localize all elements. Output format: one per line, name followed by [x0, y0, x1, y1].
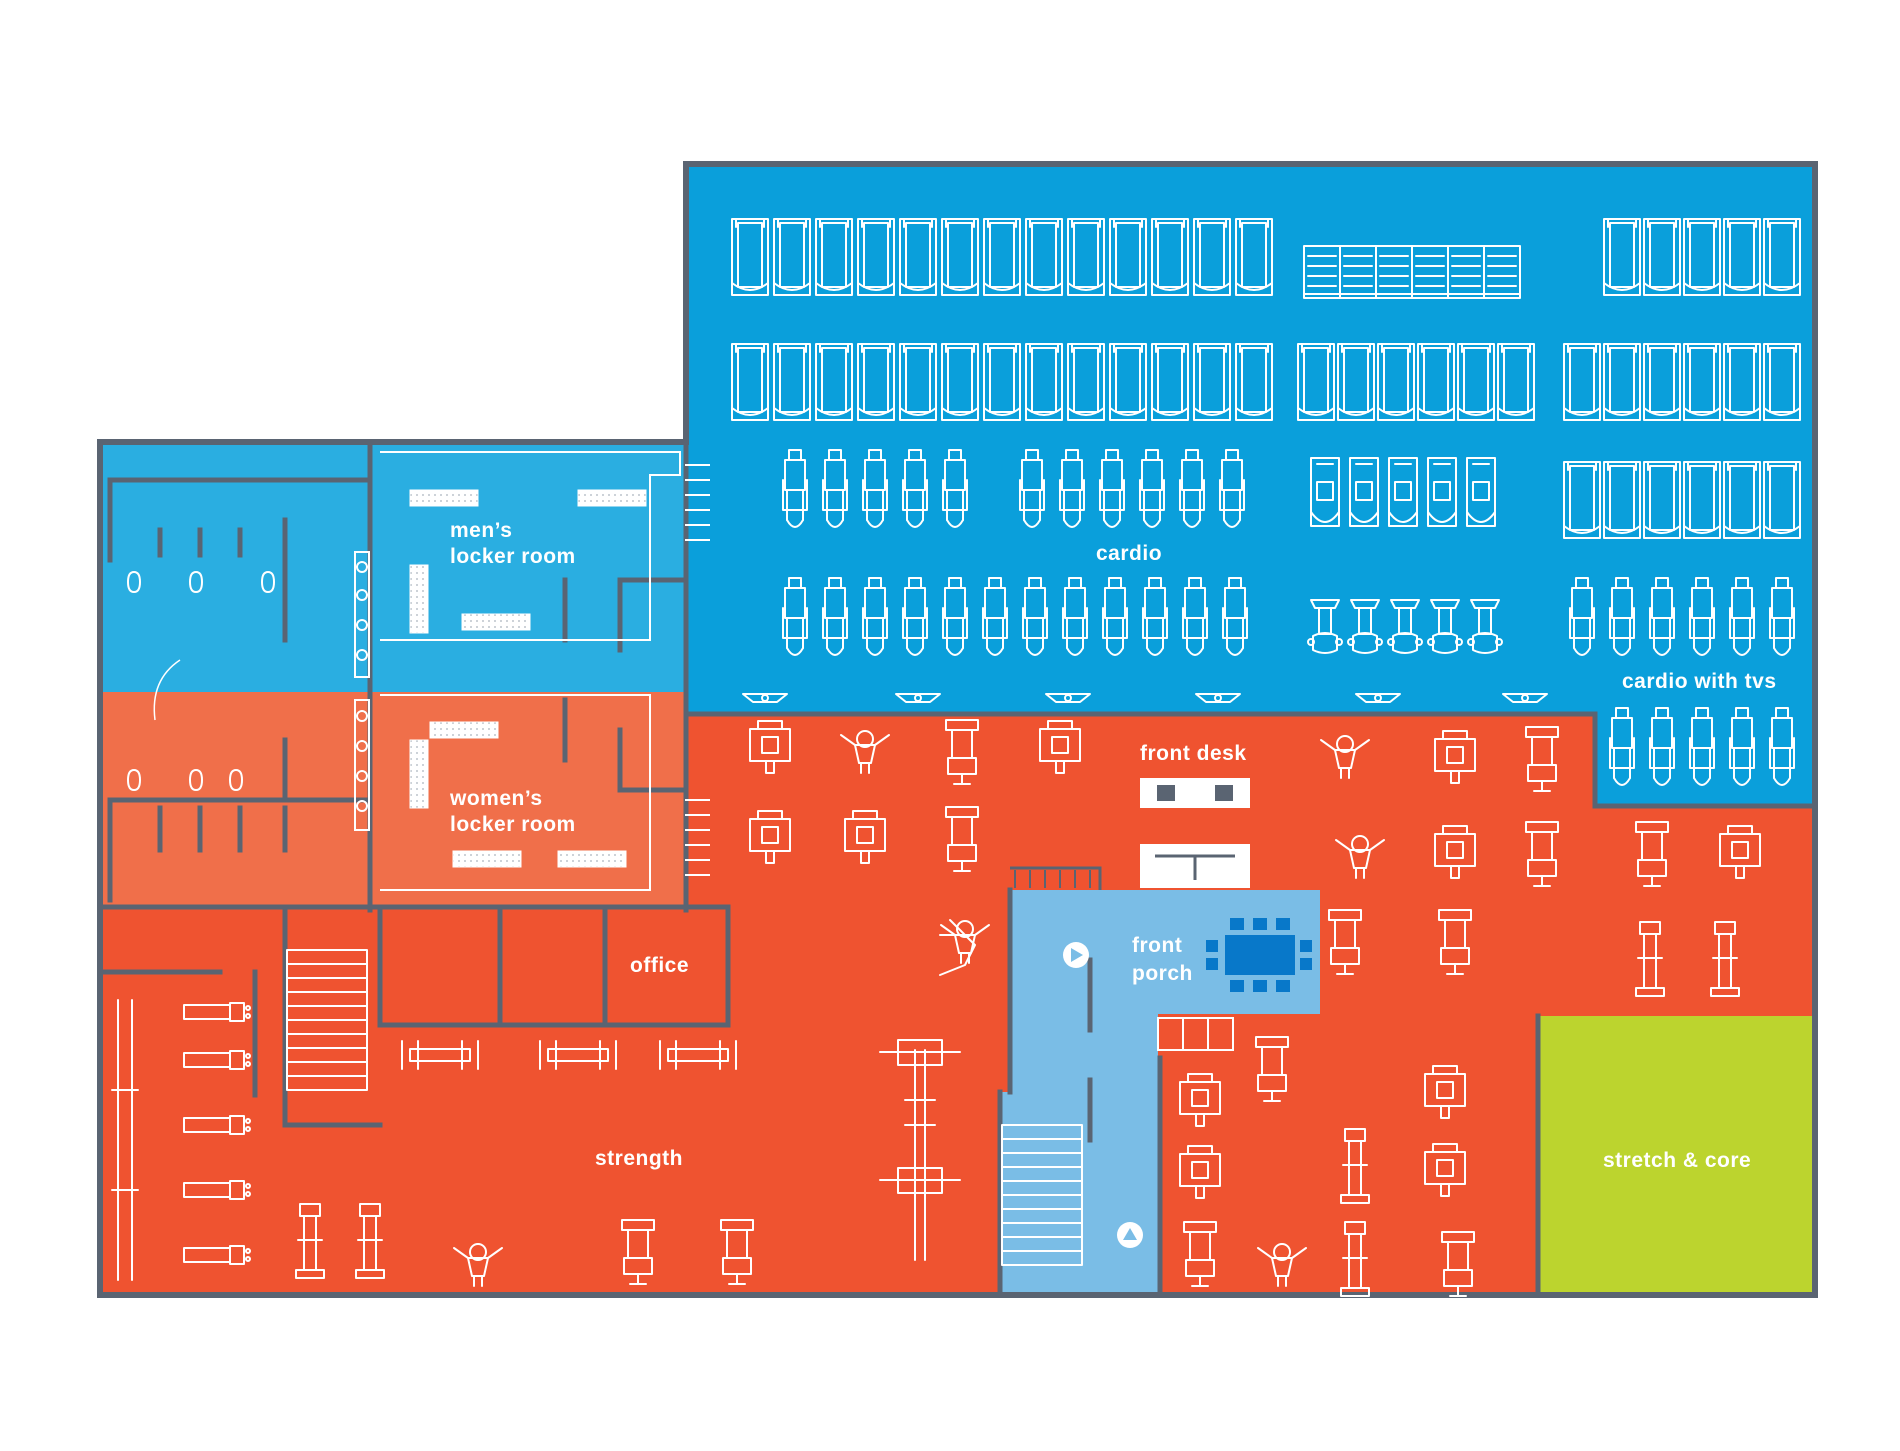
- door-marker-icon: [1063, 942, 1089, 968]
- stretch-core-label: stretch & core: [1603, 1149, 1751, 1172]
- office-label: office: [630, 954, 689, 977]
- womens-locker-label-line-2: locker room: [450, 813, 576, 836]
- front-porch-label-line-1: front: [1132, 934, 1182, 957]
- mens-locker-zone: [100, 442, 686, 692]
- front-porch-label-line-2: porch: [1132, 962, 1193, 985]
- front-desk-label: front desk: [1140, 742, 1247, 765]
- cardio-label: cardio: [1096, 542, 1162, 565]
- mens-locker-label-line-1: men’s: [450, 519, 512, 542]
- cable-crossover: [879, 1039, 961, 1261]
- womens-locker-fixtures: [126, 694, 710, 891]
- landmine-station: [939, 919, 976, 976]
- strength-label: strength: [595, 1147, 683, 1170]
- cardio-zone: [685, 164, 1815, 714]
- mens-locker-fixtures: [126, 451, 710, 721]
- stretch-core-zone: [1538, 1016, 1815, 1292]
- cardio-tvs-label: cardio with tvs: [1622, 670, 1777, 693]
- front-porch-furniture: [1010, 866, 1312, 1051]
- porch-table: [1225, 935, 1295, 975]
- door-marker-icon: [1117, 1222, 1143, 1248]
- womens-locker-label-line-1: women’s: [449, 787, 543, 810]
- cardio-tvs-zone: [1595, 714, 1815, 806]
- front-desk-counter: [1140, 778, 1250, 888]
- mens-locker-label-line-2: locker room: [450, 545, 576, 568]
- dumbbell-rack: [111, 999, 139, 1281]
- strength-zone-right: [1595, 806, 1815, 1016]
